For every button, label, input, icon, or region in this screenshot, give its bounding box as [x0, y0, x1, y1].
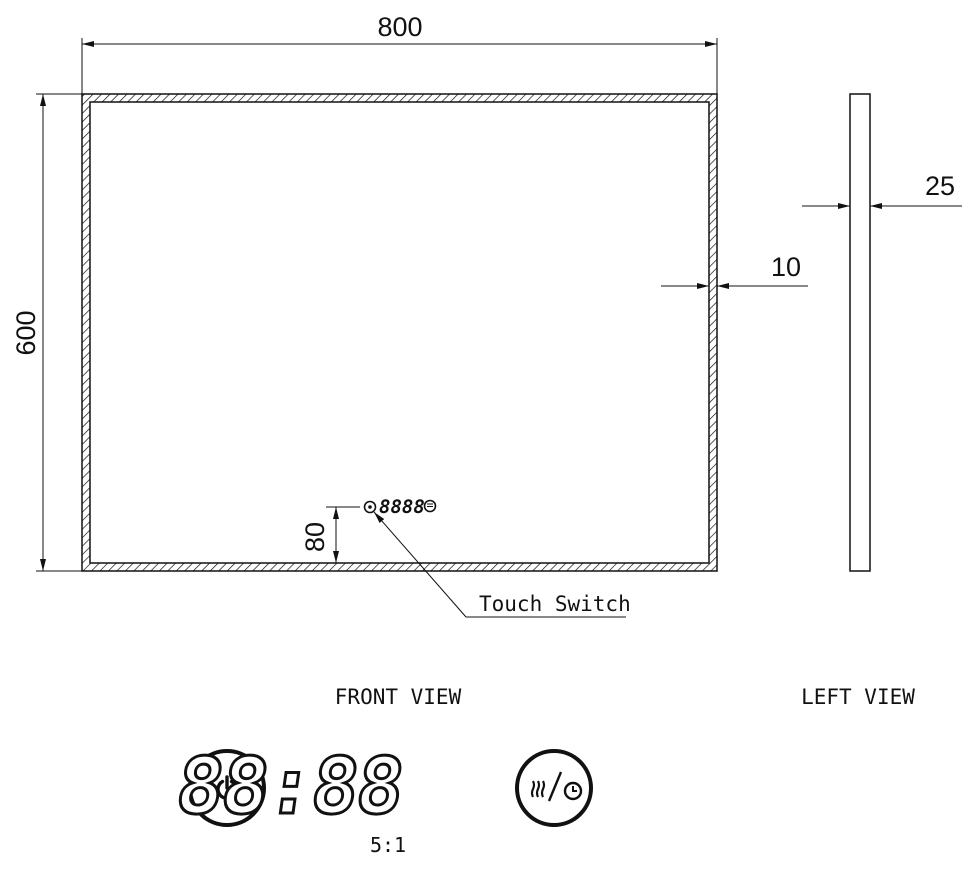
- touch-switch-label: Touch Switch: [479, 592, 631, 616]
- width-value: 800: [377, 12, 422, 42]
- side-profile: [849, 93, 871, 572]
- inset-value: 10: [771, 252, 801, 282]
- inset-dimension: 10: [661, 252, 808, 289]
- power-icon: [216, 775, 238, 800]
- detail-scale: 5:1: [370, 833, 406, 857]
- front-view: 800 600 10 80 8888: [11, 12, 808, 709]
- front-view-title: FRONT VIEW: [335, 685, 462, 709]
- touch-switch-mini: 8888: [363, 496, 437, 518]
- left-view: 25 LEFT VIEW: [801, 93, 962, 709]
- clock-display: 88:88: [169, 740, 410, 834]
- depth-value: 25: [925, 171, 955, 201]
- switch-height-dimension: 80: [300, 506, 360, 563]
- mini-digits: 8888: [379, 496, 425, 518]
- switch-detail: 88:88 5:1: [169, 740, 593, 857]
- mirror-frame: [81, 93, 718, 572]
- heat-timer-button: [515, 749, 593, 827]
- heat-timer-icon: [530, 771, 583, 802]
- width-dimension: 800: [81, 12, 718, 94]
- switch-height-value: 80: [300, 522, 330, 552]
- height-value: 600: [11, 310, 41, 355]
- power-button: [188, 749, 266, 827]
- height-dimension: 600: [11, 93, 82, 572]
- left-view-title: LEFT VIEW: [801, 685, 915, 709]
- clock-digits: 88:88: [171, 741, 409, 832]
- touch-switch-callout: Touch Switch: [373, 511, 631, 618]
- depth-dimension: 25: [802, 171, 962, 209]
